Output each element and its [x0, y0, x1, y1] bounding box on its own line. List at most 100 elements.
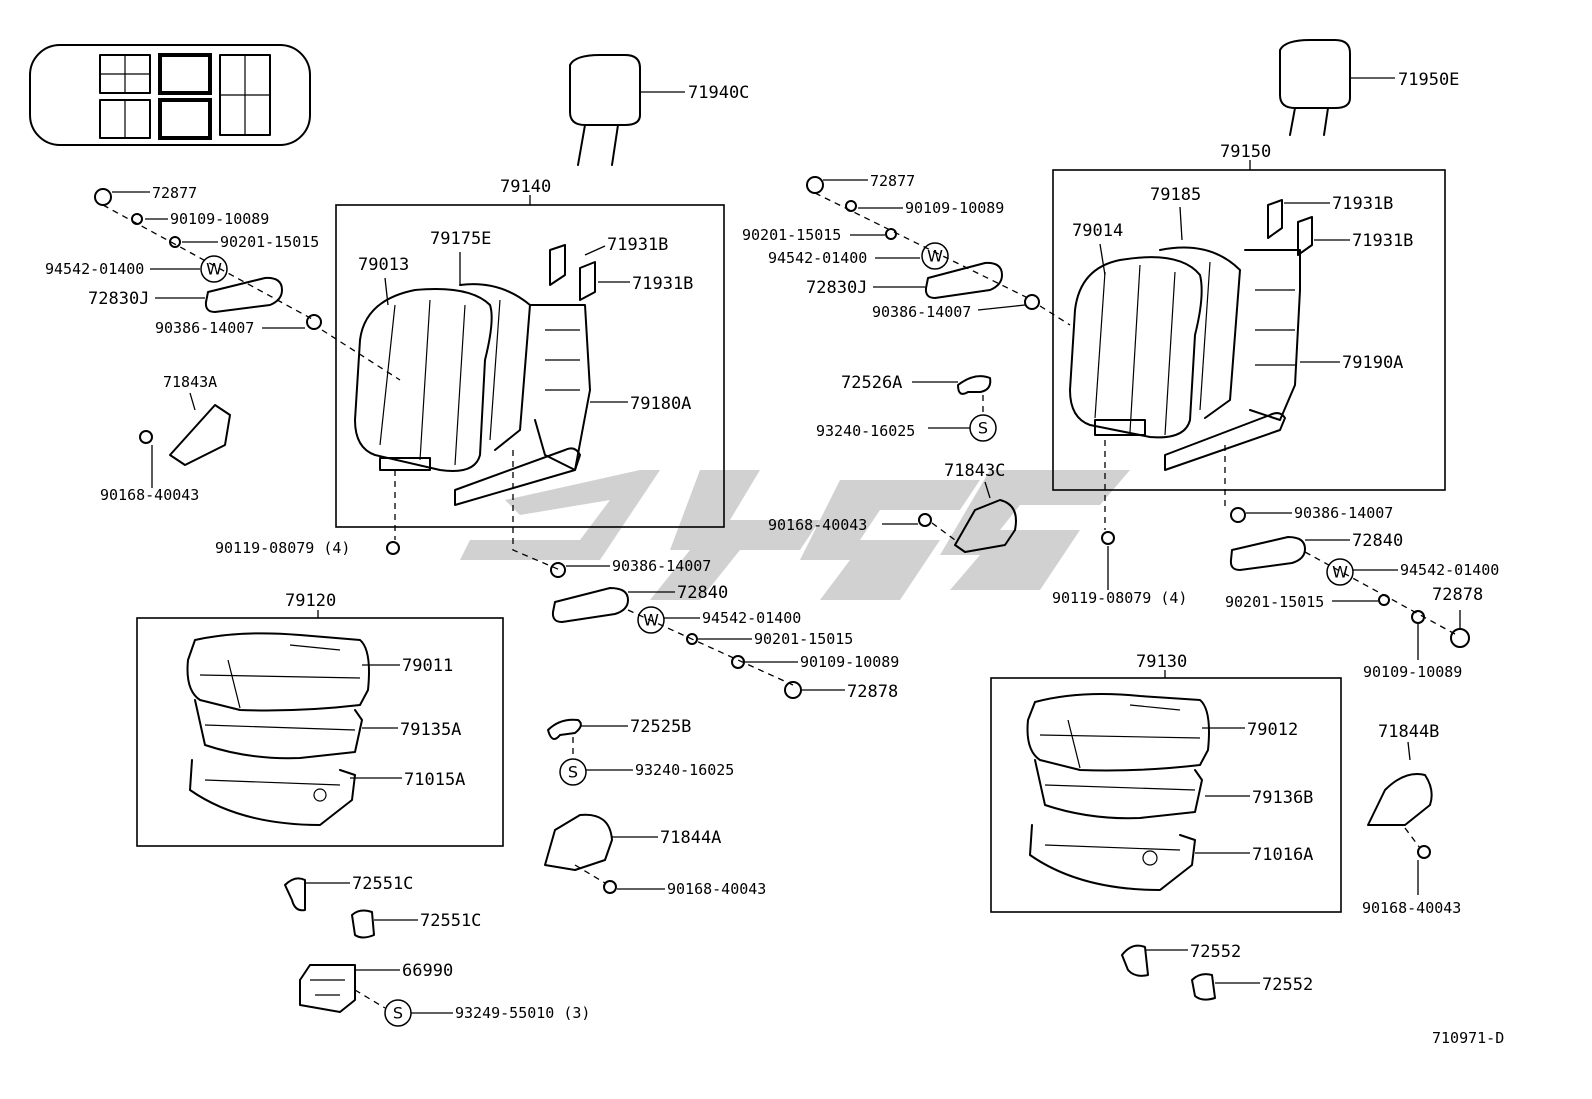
cap-72878 [784, 681, 802, 699]
washer-icon [686, 633, 698, 645]
part-label: 71950E [1398, 70, 1459, 90]
part-label: 72830J [88, 289, 149, 309]
clip-72552 [1191, 973, 1216, 1001]
washer-symbol-letter: W [1332, 563, 1348, 582]
part-label: 90109-10089 [1363, 663, 1462, 681]
part-label: 90109-10089 [800, 653, 899, 671]
knob-72525B [547, 718, 582, 740]
washer-icon [169, 236, 181, 248]
group-label: 79140 [500, 177, 551, 197]
nut-icon [1024, 294, 1040, 310]
seatback-right [1069, 246, 1301, 471]
part-label: 72840 [1352, 531, 1403, 551]
bolt-icon [131, 213, 143, 225]
group-box-79130 [990, 677, 1342, 913]
headrest-right [1279, 39, 1351, 136]
tray-66990 [299, 964, 356, 1013]
part-label: 71931B [1332, 194, 1393, 214]
bolt-icon [1101, 531, 1115, 545]
part-label: 90168-40043 [1362, 899, 1461, 917]
seatback-left [354, 283, 591, 506]
part-label: 90201-15015 [220, 233, 319, 251]
armrest-72830J [924, 261, 1003, 299]
part-label: 79185 [1150, 185, 1201, 205]
part-label: 72551C [420, 911, 481, 931]
armrest-72840 [551, 587, 629, 623]
part-label: 93240-16025 [635, 761, 734, 779]
group-box-79140 [335, 204, 725, 528]
guide-71931B [579, 261, 596, 301]
guide-71931B [1267, 199, 1283, 239]
armrest-72830J [204, 276, 283, 313]
cap-72877 [806, 176, 824, 194]
armrest-72840 [1229, 536, 1306, 571]
clip-72551C [284, 877, 306, 912]
part-label: 72877 [870, 172, 915, 190]
nut-icon [550, 562, 566, 578]
part-label: 72830J [806, 278, 867, 298]
clip-72552 [1121, 944, 1149, 977]
part-label: 79011 [402, 656, 453, 676]
part-label: 90201-15015 [1225, 593, 1324, 611]
part-label: 71016A [1252, 845, 1313, 865]
part-label: 79180A [630, 394, 691, 414]
part-label: 79175E [430, 229, 491, 249]
washer-icon [885, 228, 897, 240]
part-label: 94542-01400 [702, 609, 801, 627]
part-label: 72552 [1190, 942, 1241, 962]
part-label: 94542-01400 [1400, 561, 1499, 579]
part-label: 79135A [400, 720, 461, 740]
part-label: 71843A [163, 373, 217, 391]
seat-cushion-left [186, 632, 370, 826]
spring-symbol-letter: S [978, 419, 988, 438]
part-label: 79190A [1342, 353, 1403, 373]
cover-71844B [1367, 773, 1433, 826]
seat-location-icon [29, 44, 311, 146]
part-label: 79012 [1247, 720, 1298, 740]
group-box-79150 [1052, 169, 1446, 491]
part-label: 90168-40043 [768, 516, 867, 534]
part-label: 90119-08079 (4) [1052, 589, 1187, 607]
part-label: 72878 [847, 682, 898, 702]
part-label: 71015A [404, 770, 465, 790]
part-label: 94542-01400 [768, 249, 867, 267]
group-label: 79120 [285, 591, 336, 611]
cover-71844A [544, 813, 613, 871]
part-label: 71843C [944, 461, 1005, 481]
spring-symbol [559, 758, 587, 786]
spring-symbol-letter: S [393, 1004, 403, 1023]
clip-72551C [351, 909, 375, 939]
nut-icon [306, 314, 322, 330]
nut-icon [1230, 507, 1246, 523]
bolt-icon [845, 200, 857, 212]
seat-cushion-right [1026, 693, 1210, 891]
part-label: 90109-10089 [905, 199, 1004, 217]
part-label: 90201-15015 [742, 226, 841, 244]
washer-symbol [200, 255, 228, 283]
part-label: 90168-40043 [667, 880, 766, 898]
cap-72878 [1450, 628, 1470, 648]
part-label: 66990 [402, 961, 453, 981]
part-label: 94542-01400 [45, 260, 144, 278]
part-label: 90386-14007 [155, 319, 254, 337]
part-label: 72552 [1262, 975, 1313, 995]
part-label: 79136B [1252, 788, 1313, 808]
part-label: 90386-14007 [1294, 504, 1393, 522]
screw-icon [1417, 845, 1431, 859]
guide-71931B [549, 244, 566, 286]
part-label: 72526A [841, 373, 902, 393]
washer-symbol-letter: W [927, 247, 943, 266]
screw-icon [918, 513, 932, 527]
part-label: 90386-14007 [612, 557, 711, 575]
bolt-icon [1411, 610, 1425, 624]
washer-symbol [1326, 558, 1354, 586]
part-label: 72878 [1432, 585, 1483, 605]
part-label: 79013 [358, 255, 409, 275]
spring-symbol-letter: S [568, 763, 578, 782]
part-label: 72551C [352, 874, 413, 894]
part-label: 71931B [607, 235, 668, 255]
cover-71843A [169, 404, 231, 466]
bolt-icon [386, 541, 400, 555]
knob-72526A [957, 375, 992, 395]
part-label: 90386-14007 [872, 303, 971, 321]
